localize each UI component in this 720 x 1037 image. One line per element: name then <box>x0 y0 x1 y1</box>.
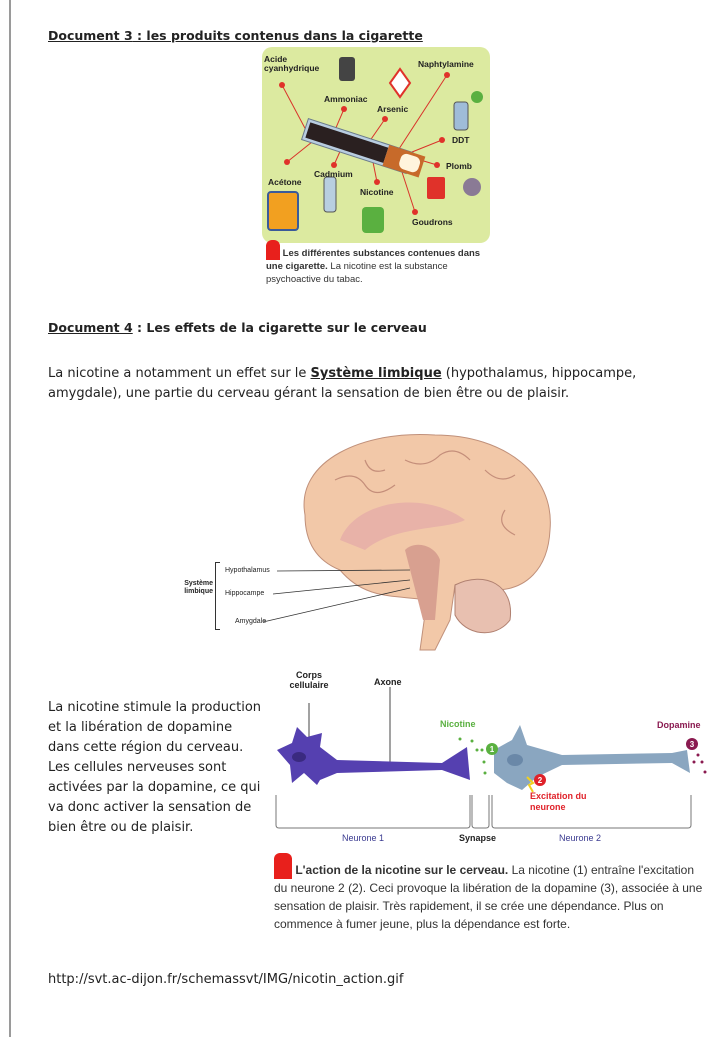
doc4-heading: Document 4 : Les effets de la cigarette … <box>48 320 427 335</box>
label-axone: Axone <box>374 677 402 687</box>
neuron-illustration: 1 2 3 <box>275 687 707 829</box>
label-nicotine: Nicotine <box>360 187 394 197</box>
label-acetone: Acétone <box>268 177 302 187</box>
doc4-caption: L'action de la nicotine sur le cerveau. … <box>274 853 706 933</box>
doc3-heading: Document 3 : les produits contenus dans … <box>48 28 423 43</box>
doc3-heading-rest: : les produits contenus dans la cigarett… <box>132 28 423 43</box>
doc3-caption: Les différentes substances contenues dan… <box>266 240 488 286</box>
marker-2: 2 <box>538 776 543 785</box>
doc4-side-text: La nicotine stimule la production et la … <box>48 700 262 835</box>
label-neurone-1: Neurone 1 <box>342 833 385 843</box>
label-acide-cyanhydrique: Acide cyanhydrique <box>264 54 320 73</box>
label-dopamine: Dopamine <box>657 720 701 730</box>
label-cadmium: Cadmium <box>314 169 353 179</box>
brain-label-hypothalamus: Hypothalamus <box>225 567 270 574</box>
label-ddt: DDT <box>452 135 470 145</box>
intro-text-1: La nicotine a notamment un effet sur le <box>48 366 311 381</box>
label-ammoniac: Ammoniac <box>324 94 368 104</box>
page-margin-line <box>9 0 11 1037</box>
doc4-heading-rest: : Les effets de la cigarette sur le cerv… <box>132 320 427 335</box>
label-excitation: Excitation du neurone <box>530 791 587 812</box>
label-neurone-2: Neurone 2 <box>559 833 602 843</box>
marker-1: 1 <box>490 745 495 754</box>
doc4-caption-text: La nicotine (1) entraîne l'excitation du… <box>274 863 703 931</box>
label-synapse: Synapse <box>459 833 497 843</box>
intro-text-2: (hypothalamus, hippocampe, amygdale), un… <box>48 366 637 401</box>
label-arsenic: Arsenic <box>377 104 409 114</box>
brain-bracket <box>215 562 220 630</box>
label-goudrons: Goudrons <box>412 217 453 227</box>
doc3-caption-text: La nicotine est la substance psychoactiv… <box>266 261 448 285</box>
label-nicotine: Nicotine <box>440 719 476 729</box>
neuron-figure: 1 2 3 Corps cellulaire Axone Nicotine Do… <box>262 665 714 965</box>
brain-label-hippocampe: Hippocampe <box>225 590 265 597</box>
doc3-heading-prefix: Document 3 <box>48 28 133 43</box>
caption-marker <box>274 853 292 879</box>
brain-figure: Système limbique Hypothalamus Hippocampe… <box>165 420 565 655</box>
marker-3: 3 <box>690 740 695 749</box>
brain-label-systeme-limbique: Système limbique <box>184 580 213 595</box>
source-url: http://svt.ac-dijon.fr/schemassvt/IMG/ni… <box>48 972 404 987</box>
brain-label-amygdale: Amygdale <box>235 618 267 625</box>
label-corps-cellulaire: Corps cellulaire <box>289 670 329 690</box>
brain-pointer-lines <box>262 569 411 623</box>
doc4-caption-title: L'action de la nicotine sur le cerveau. <box>295 863 509 877</box>
cigarette-illustration <box>267 57 483 233</box>
doc3-caption-title: Les différentes substances contenues dan… <box>266 248 481 272</box>
doc4-heading-prefix: Document 4 <box>48 320 133 335</box>
doc4-intro: La nicotine a notamment un effet sur le … <box>48 364 688 404</box>
label-plomb: Plomb <box>446 161 472 171</box>
brain-illustration <box>303 433 551 651</box>
label-naphtylamine: Naphtylamine <box>418 59 474 69</box>
cigarette-figure: Acide cyanhydrique Ammoniac Arsenic Naph… <box>262 47 490 302</box>
caption-marker <box>266 240 280 260</box>
intro-keyword: Système limbique <box>310 366 442 381</box>
